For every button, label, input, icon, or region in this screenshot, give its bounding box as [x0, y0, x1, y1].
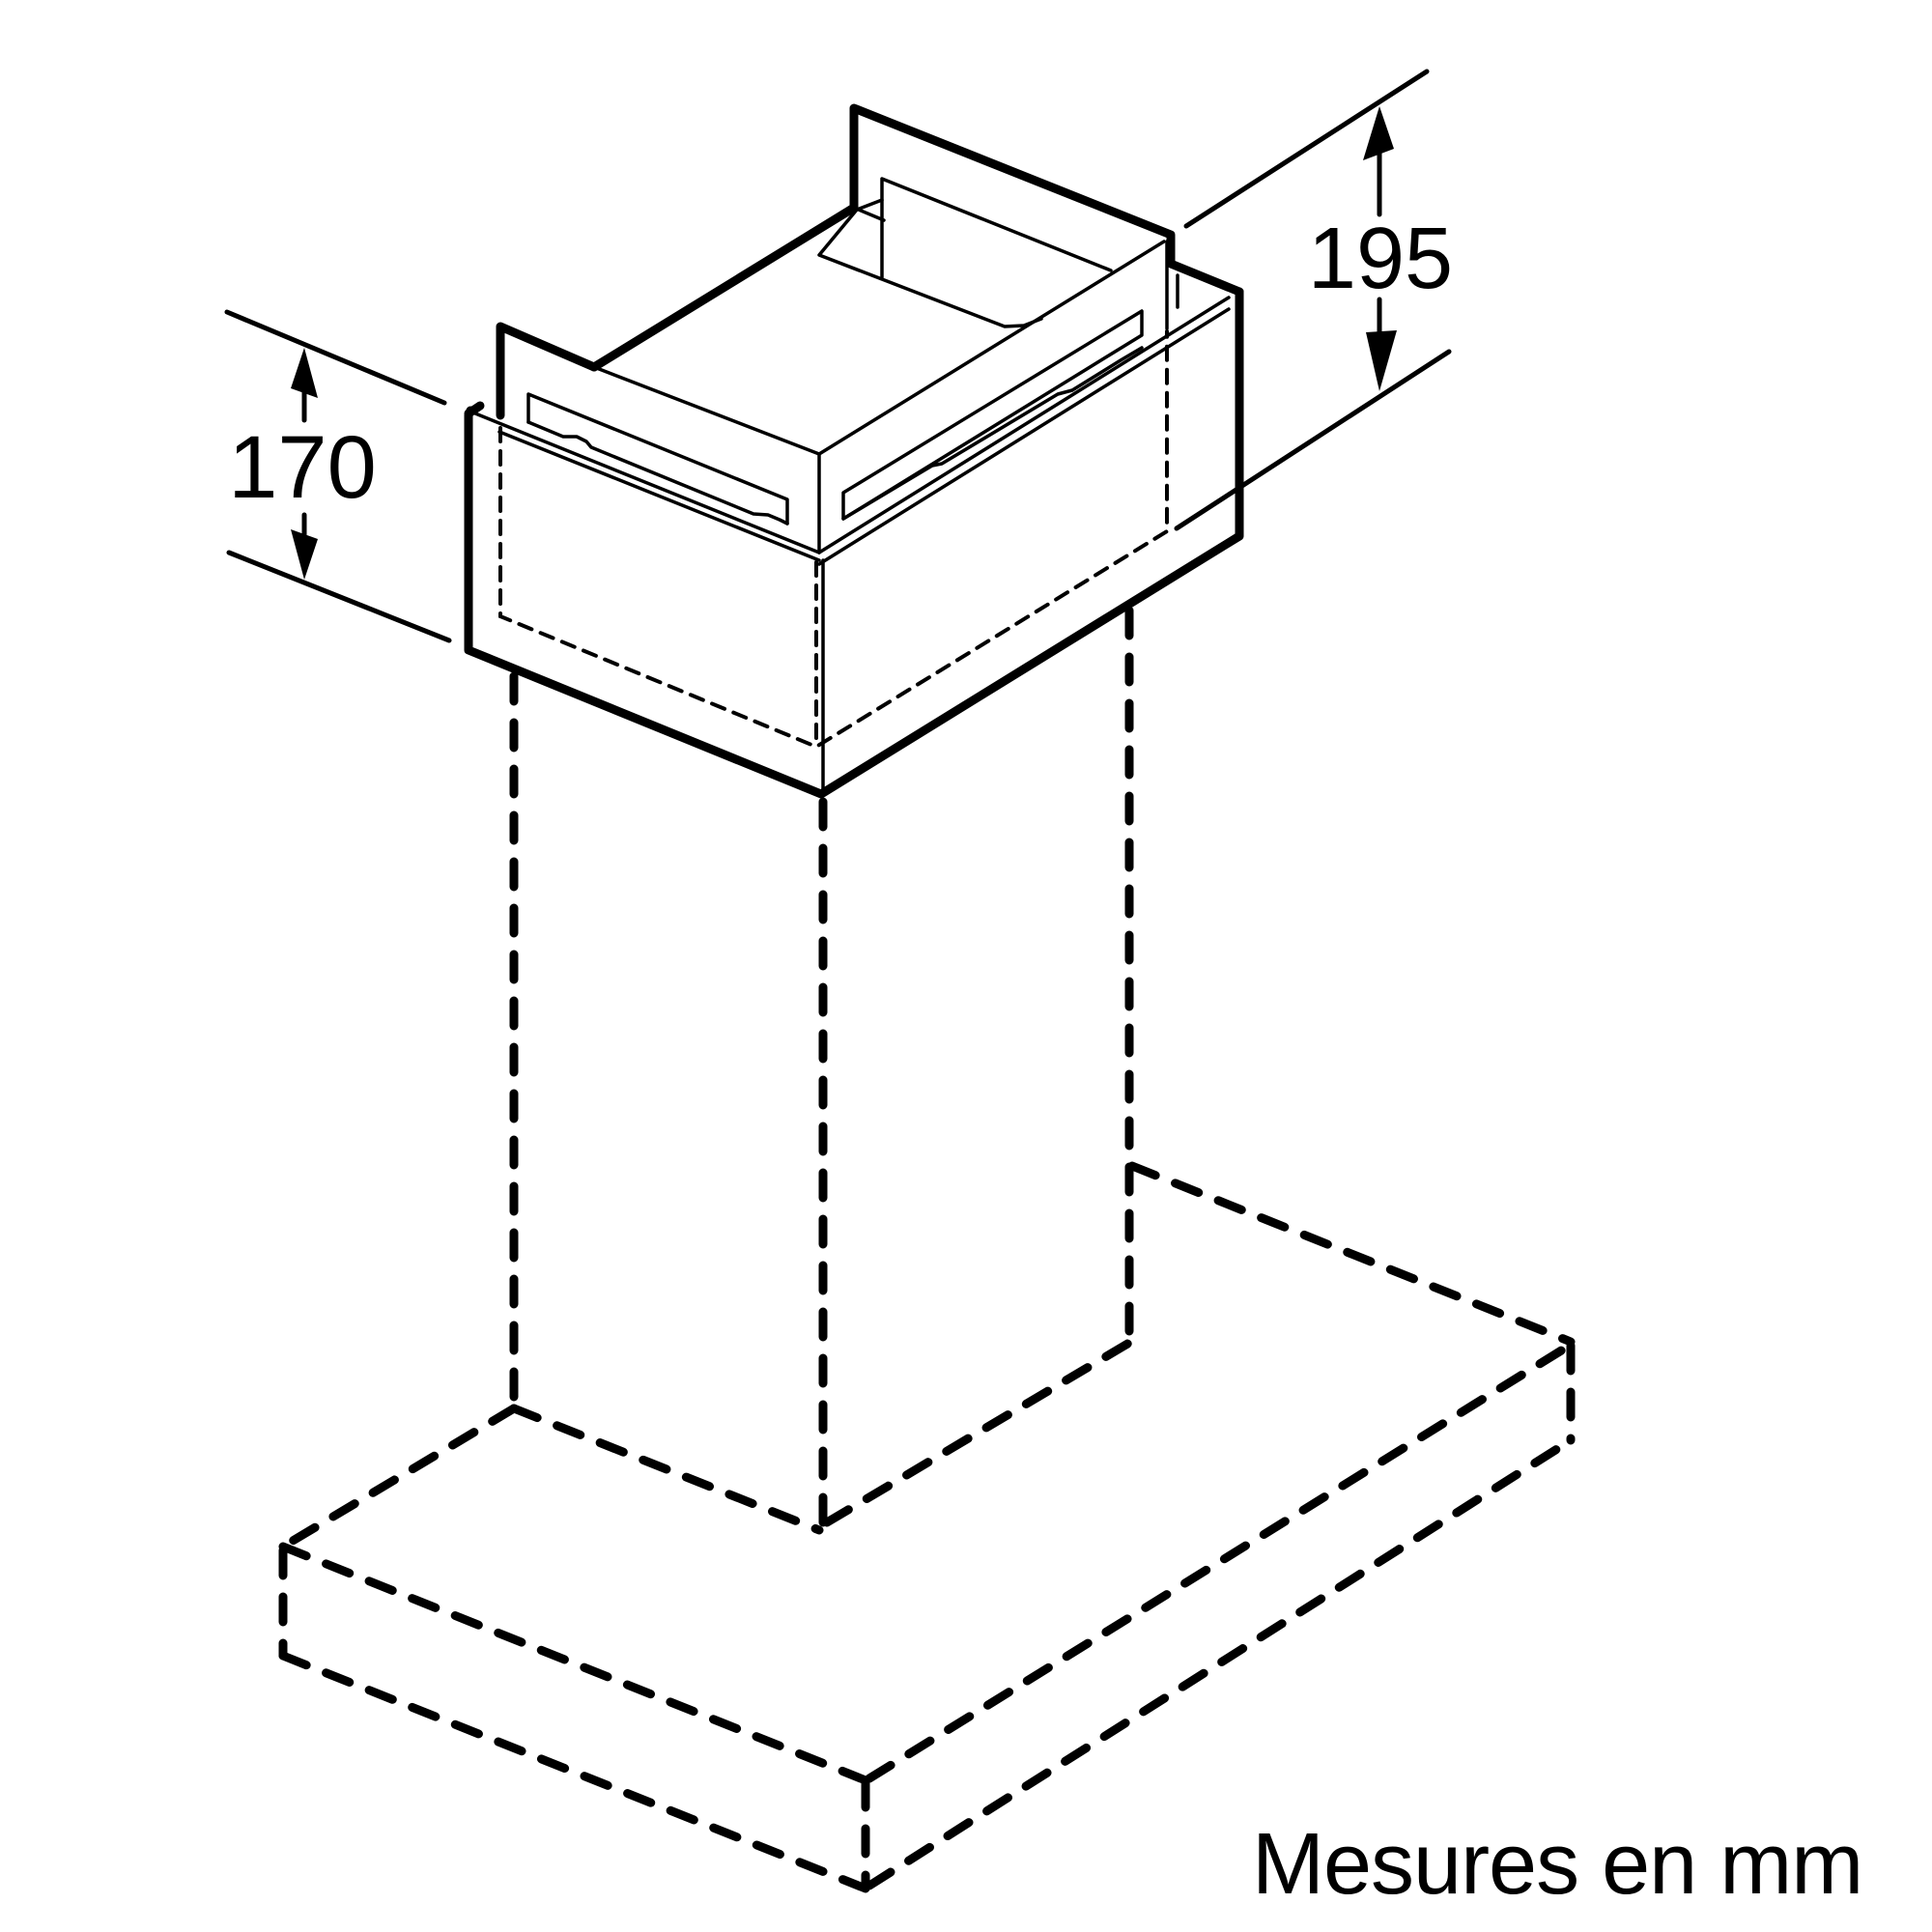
- dimension-195: 195: [1174, 69, 1453, 531]
- units-note: Mesures en mm: [1252, 1816, 1863, 1913]
- hood-bottom-front-left: [278, 1651, 870, 1893]
- hood-bottom-front-right: [865, 1435, 1576, 1890]
- chimney-base-right: [822, 1338, 1134, 1527]
- outer-box-top-right-inner-edge: [817, 307, 1231, 566]
- arrow-up-icon: [291, 348, 318, 398]
- left-wall-outline: [496, 322, 599, 420]
- outer-box-top-front-edge: [473, 412, 821, 554]
- hood-top-right-rear: [1127, 1161, 1576, 1347]
- hood-outline-hidden: [278, 606, 1576, 1893]
- inner-box-right-edge: [817, 240, 1166, 456]
- opening-inner-edge: [855, 198, 884, 212]
- hood-top-left-rear: [278, 1404, 519, 1551]
- hidden-inner-edges: [498, 329, 1169, 750]
- back-wall-left-top-edge: [589, 203, 859, 372]
- right-slot-rail: [841, 346, 1144, 521]
- outer-box-left-top: [464, 401, 485, 418]
- extension-line-lower: [1174, 349, 1452, 531]
- outer-box-top-inner-edge: [497, 430, 821, 562]
- inner-back-panel: [880, 177, 1113, 279]
- inner-box-left-edge: [592, 365, 821, 456]
- chimney-base-left: [509, 1404, 824, 1535]
- dimension-label-170: 170: [228, 418, 377, 517]
- extension-line-upper: [1183, 69, 1430, 229]
- arrow-down-icon: [291, 529, 318, 580]
- left-slot-notch-line: [526, 420, 789, 526]
- arrow-down-icon: [1366, 330, 1397, 391]
- hood-top-front-left: [278, 1542, 870, 1785]
- arrow-up-icon: [1363, 106, 1394, 160]
- dimension-label-195: 195: [1308, 211, 1453, 307]
- opening-outline: [817, 208, 1043, 328]
- right-slot-rect: [841, 309, 1144, 521]
- chimney-extension-piece: [464, 103, 1244, 799]
- left-slot-panel: [526, 392, 789, 526]
- extension-line-lower: [226, 550, 452, 643]
- outer-box-top-right-edge: [817, 296, 1231, 554]
- hood-top-front-right: [865, 1340, 1576, 1783]
- dimension-170: 170: [224, 309, 452, 643]
- back-wall-outline: [849, 103, 1244, 297]
- extension-line-upper: [224, 309, 447, 406]
